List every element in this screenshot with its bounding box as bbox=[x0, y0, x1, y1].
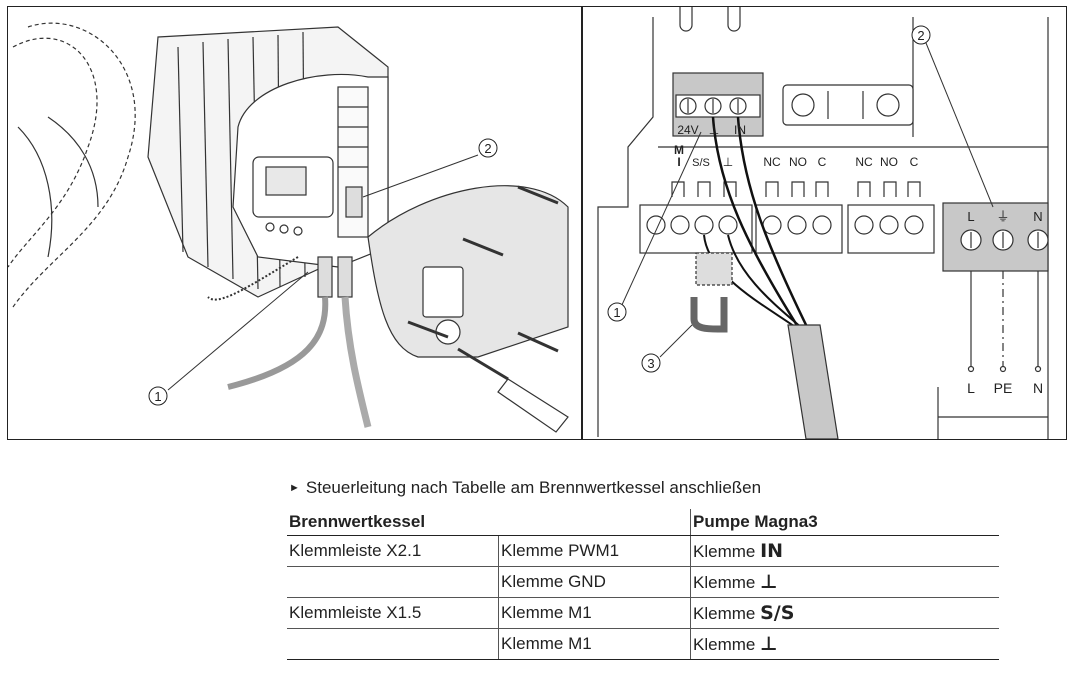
pump-terminal-24v-label: 24V bbox=[677, 123, 698, 137]
pump-terminal-symbol: ⊥ bbox=[760, 633, 778, 655]
mains-top-label-pe: ⏚ bbox=[996, 209, 1009, 224]
strip-cell: Klemmleiste X2.1 bbox=[287, 535, 499, 567]
right-callout-1: 1 bbox=[613, 305, 620, 320]
table-row: Klemmleiste X1.5 Klemme M1 Klemme S/S bbox=[287, 597, 999, 629]
mains-bottom-label-n: N bbox=[1033, 380, 1043, 396]
left-callout-2: 2 bbox=[484, 141, 491, 156]
mains-top-label-l: L bbox=[967, 209, 974, 224]
terminal-cell: Klemme M1 bbox=[498, 597, 691, 629]
mains-top-label-n: N bbox=[1033, 209, 1042, 224]
table-row: Klemme M1 Klemme ⊥ bbox=[287, 628, 999, 660]
instruction-step: ► Steuerleitung nach Tabelle am Brennwert… bbox=[289, 478, 761, 498]
pump-terminal-prefix: Klemme bbox=[693, 604, 756, 623]
strip-cell bbox=[287, 628, 499, 660]
instruction-text: Steuerleitung nach Tabelle am Brennwertk… bbox=[305, 478, 762, 497]
relay-label-c-2: C bbox=[910, 155, 919, 169]
relay-label-nc-1: NC bbox=[763, 155, 781, 169]
wiring-diagram: 24V ⊥ IN M I S/S ⊥ NC NO C NC NO C L ⏚ N… bbox=[597, 7, 1049, 439]
relay-label-gnd: ⊥ bbox=[723, 155, 733, 169]
mains-bottom-label-l: L bbox=[967, 380, 975, 396]
right-callout-3: 3 bbox=[647, 356, 654, 371]
right-callout-2: 2 bbox=[917, 28, 924, 43]
terminal-cell: Klemme PWM1 bbox=[498, 535, 691, 567]
pump-terminal-cell: Klemme ⊥ bbox=[690, 566, 999, 598]
pump-terminal-prefix: Klemme bbox=[693, 573, 756, 592]
relay-label-no-1: NO bbox=[789, 155, 807, 169]
relay-label-nc-2: NC bbox=[855, 155, 873, 169]
pump-terminal-symbol: ⊥ bbox=[760, 571, 778, 593]
pump-terminal-cell: Klemme IN bbox=[690, 535, 999, 567]
connection-table: Brennwertkessel Pumpe Magna3 Klemmleiste… bbox=[287, 509, 999, 660]
relay-label-ss: S/S bbox=[692, 157, 710, 169]
pump-terminal-prefix: Klemme bbox=[693, 635, 756, 654]
figure-divider bbox=[581, 7, 583, 439]
left-callout-1: 1 bbox=[154, 389, 161, 404]
terminal-cell: Klemme M1 bbox=[498, 628, 691, 660]
pump-terminal-symbol: IN bbox=[760, 540, 784, 562]
pump-illustration: 1 2 bbox=[8, 22, 569, 433]
relay-label-c-1: C bbox=[818, 155, 827, 169]
header-boiler: Brennwertkessel bbox=[287, 509, 691, 536]
table-row: Klemme GND Klemme ⊥ bbox=[287, 566, 999, 598]
relay-label-m: M bbox=[674, 143, 684, 157]
pump-terminal-gnd-label: ⊥ bbox=[709, 123, 719, 137]
relay-label-no-2: NO bbox=[880, 155, 898, 169]
relay-label-i: I bbox=[677, 155, 680, 169]
strip-cell bbox=[287, 566, 499, 598]
table-row: Klemmleiste X2.1 Klemme PWM1 Klemme IN bbox=[287, 535, 999, 567]
pump-terminal-in-label: IN bbox=[734, 123, 746, 137]
installation-figure: 1 2 bbox=[7, 6, 1067, 440]
pump-terminal-cell: Klemme S/S bbox=[690, 597, 999, 629]
pump-terminal-cell: Klemme ⊥ bbox=[690, 628, 999, 660]
pump-terminal-prefix: Klemme bbox=[693, 542, 756, 561]
mains-bottom-label-pe: PE bbox=[994, 380, 1013, 396]
strip-cell: Klemmleiste X1.5 bbox=[287, 597, 499, 629]
table-header-row: Brennwertkessel Pumpe Magna3 bbox=[287, 509, 999, 536]
terminal-cell: Klemme GND bbox=[498, 566, 691, 598]
header-pump: Pumpe Magna3 bbox=[690, 509, 999, 536]
step-arrow-icon: ► bbox=[289, 482, 300, 494]
pump-terminal-symbol: S/S bbox=[760, 602, 795, 624]
